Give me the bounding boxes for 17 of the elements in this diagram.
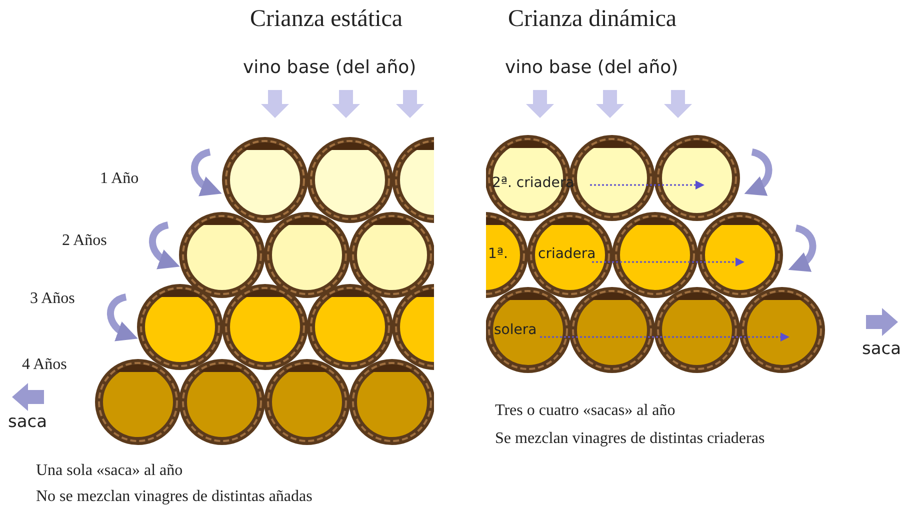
input-label: vino base (del año) [243, 58, 416, 78]
output-label: saca [862, 340, 902, 359]
age-label: 2 Años [62, 232, 107, 250]
input-label: vino base (del año) [505, 58, 678, 78]
row-label: criadera [538, 247, 596, 262]
output-label: saca [8, 413, 48, 432]
age-label: 4 Años [22, 356, 67, 374]
age-label: 1 Año [100, 170, 139, 188]
heading: Crianza estática [250, 6, 403, 32]
note-text: Se mezclan vinagres de distintas criaderas [495, 430, 765, 448]
note-text: Una sola «saca» al año [36, 462, 183, 480]
heading: Crianza dinámica [508, 6, 677, 32]
row-label: 1ª. [488, 247, 508, 262]
note-text: Tres o cuatro «sacas» al año [495, 402, 676, 420]
note-text: No se mezclan vinagres de distintas añadas [36, 488, 312, 506]
row-label: solera [494, 323, 537, 338]
age-label: 3 Años [30, 290, 75, 308]
